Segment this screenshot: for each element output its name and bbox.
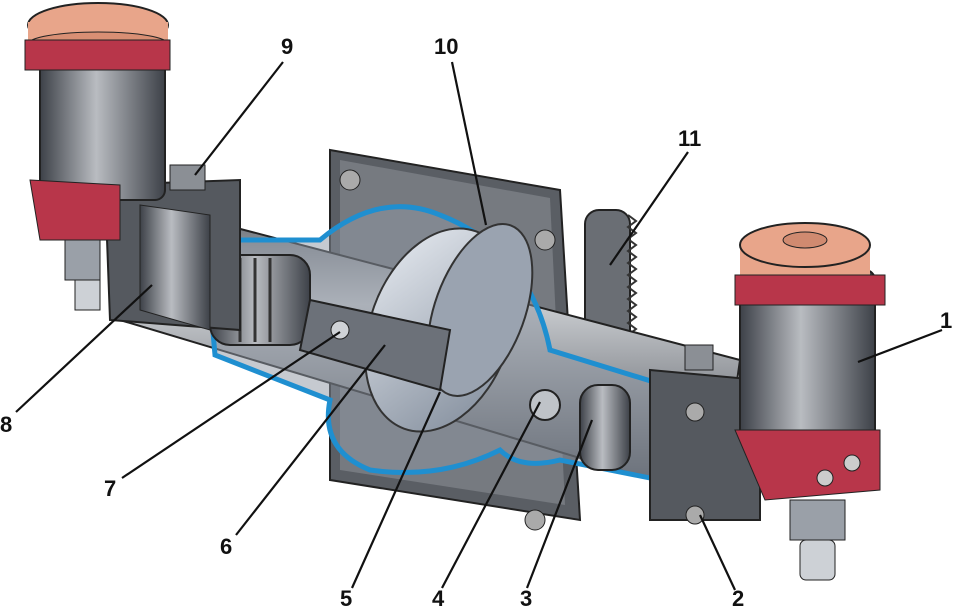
callout-label-6: 6 xyxy=(220,534,233,559)
leader-lines xyxy=(15,61,943,591)
bearing xyxy=(529,389,561,421)
callout-label-10: 10 xyxy=(434,34,459,59)
leader-line-7 xyxy=(121,331,341,479)
callout-label-5: 5 xyxy=(340,586,353,609)
leader-line-11 xyxy=(609,151,689,266)
leader-line-6 xyxy=(235,344,386,536)
leader-line-2 xyxy=(699,514,736,591)
left-solenoid xyxy=(24,2,171,311)
left-flange xyxy=(103,164,241,332)
callout-label-2: 2 xyxy=(732,586,745,609)
leader-line-3 xyxy=(525,419,594,589)
lever xyxy=(298,298,452,392)
callout-label-9: 9 xyxy=(281,34,294,59)
leader-line-8 xyxy=(15,284,153,413)
callout-label-3: 3 xyxy=(520,586,533,609)
leader-line-9 xyxy=(194,61,284,176)
callout-label-8: 8 xyxy=(0,412,13,437)
callout-label-7: 7 xyxy=(104,476,117,501)
leader-line-10 xyxy=(450,61,488,226)
callout-label-1: 1 xyxy=(940,308,953,333)
callout-label-4: 4 xyxy=(432,586,445,609)
right-flange xyxy=(649,344,761,525)
callout-label-11: 11 xyxy=(678,126,702,151)
leader-line-1 xyxy=(857,328,943,364)
right-piston xyxy=(579,384,631,471)
leader-line-5 xyxy=(350,391,442,589)
right-solenoid xyxy=(734,222,886,581)
leader-line-4 xyxy=(441,401,541,589)
